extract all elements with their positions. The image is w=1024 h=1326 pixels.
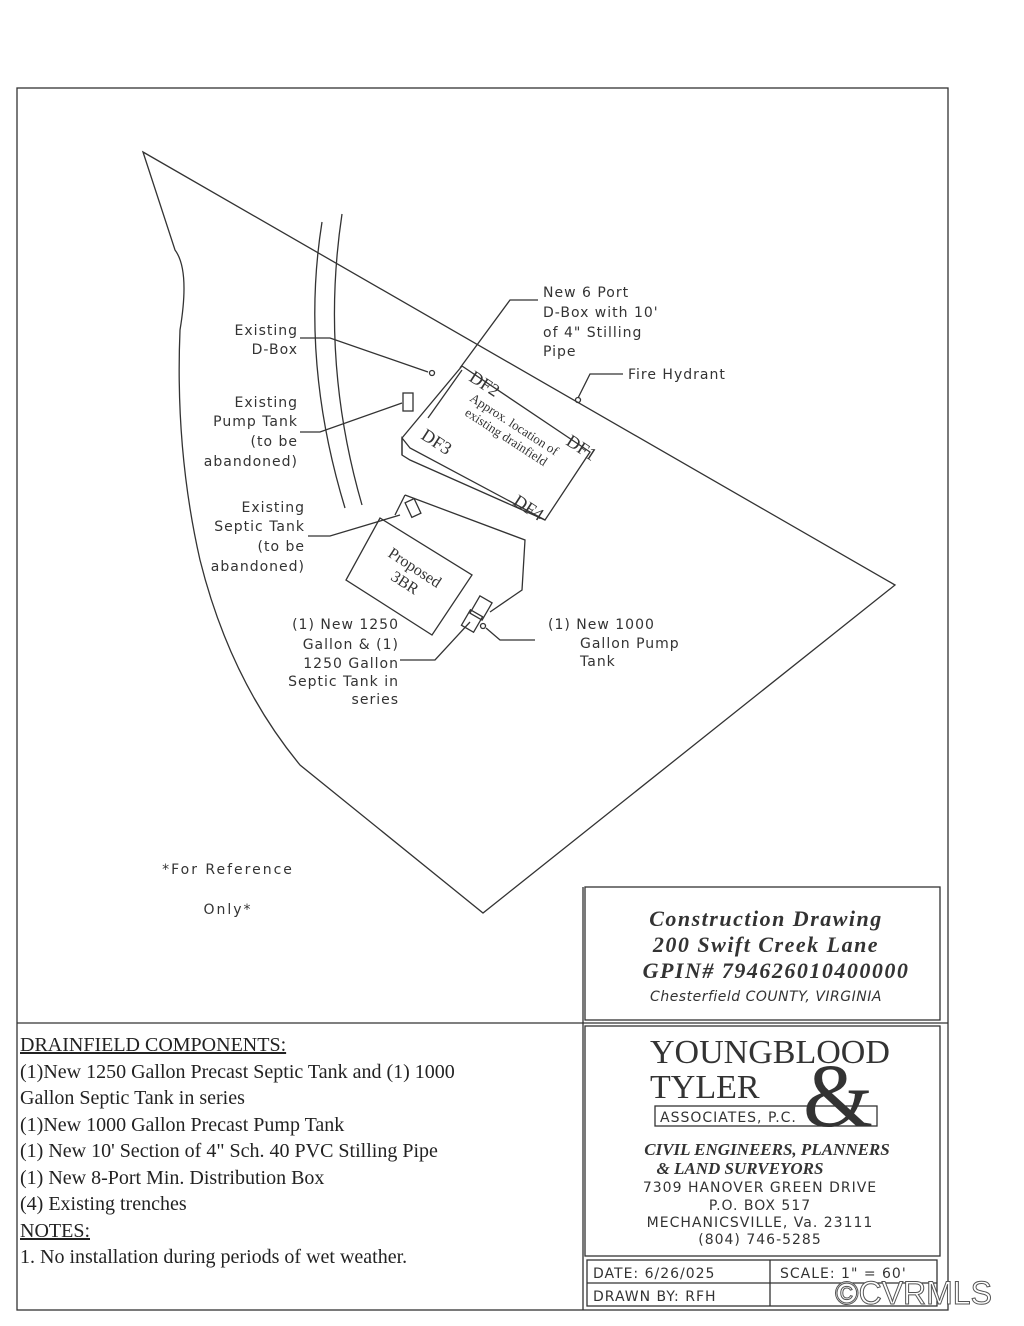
- road-edge: [333, 213, 363, 506]
- house-outline: [404, 494, 526, 613]
- proposed-house: [345, 517, 473, 636]
- new-septic-tank-marker: [460, 608, 484, 634]
- label-df1: DF1: [563, 431, 601, 465]
- component-item: Gallon Septic Tank in series: [20, 1087, 245, 1109]
- components-heading: DRAINFIELD COMPONENTS:: [20, 1034, 287, 1056]
- label-line: abandoned): [204, 454, 298, 470]
- label-line: of 4" Stilling: [543, 325, 642, 341]
- company-details: CIVIL ENGINEERS, PLANNERS & LAND SURVEYO…: [643, 1140, 890, 1248]
- label-line: *For Reference: [162, 862, 294, 878]
- label-line: Only*: [203, 902, 252, 918]
- label-line: abandoned): [211, 559, 305, 575]
- title-block: Construction Drawing 200 Swift Creek Lan…: [643, 906, 910, 983]
- tagline: & LAND SURVEYORS: [657, 1159, 824, 1178]
- leader-line: [577, 373, 623, 399]
- existing-pump-tank-marker: [402, 392, 414, 412]
- pump-tank-marker: [479, 622, 487, 630]
- label-df4: DF4: [510, 491, 548, 525]
- watermark: ©CVRMLS: [835, 1275, 992, 1311]
- label-line: Pump Tank: [213, 414, 298, 430]
- label-line: Pipe: [543, 344, 577, 360]
- label-new-dbox: New 6 Port D-Box with 10' of 4" Stilling…: [543, 285, 659, 360]
- label-drainfield: Approx. location of existing drainfield: [462, 390, 562, 469]
- house-outline: [394, 494, 406, 516]
- label-line: (1) New 1000: [548, 617, 655, 633]
- label-line: Existing: [235, 395, 298, 411]
- drainfield-area: [401, 365, 546, 521]
- assoc-box: [654, 1105, 878, 1127]
- address: MECHANICSVILLE, Va. 23111: [647, 1215, 874, 1231]
- label-proposed-house: Proposed 3BR: [385, 545, 444, 599]
- component-item: (1)New 1250 Gallon Precast Septic Tank a…: [20, 1060, 455, 1083]
- label-line: Gallon Pump: [580, 636, 680, 652]
- label-line: New 6 Port: [543, 285, 629, 301]
- label-line: Tank: [579, 654, 616, 670]
- date-field: DATE: 6/26/025: [593, 1266, 715, 1282]
- title-line: 200 Swift Creek Lane: [652, 932, 879, 957]
- lot-boundary: [141, 150, 897, 914]
- title-box: [584, 886, 941, 1021]
- leader-line: [485, 627, 535, 641]
- stilling-pipe: [427, 369, 463, 419]
- label-existing-septic-tank: Existing Septic Tank (to be abandoned): [211, 500, 305, 575]
- label-line: Gallon & (1): [303, 637, 399, 653]
- component-item: (1)New 1000 Gallon Precast Pump Tank: [20, 1113, 345, 1136]
- existing-septic-tank-marker: [404, 497, 422, 519]
- label-new-pump-tank: (1) New 1000 Gallon Pump Tank: [548, 617, 680, 670]
- company-assoc: ASSOCIATES, P.C.: [660, 1110, 797, 1126]
- company-name: TYLER: [650, 1069, 760, 1106]
- company-box: [584, 1025, 941, 1257]
- label-line: series: [352, 692, 399, 708]
- label-line: D-Box with 10': [543, 305, 659, 321]
- label-existing-pump-tank: Existing Pump Tank (to be abandoned): [204, 395, 298, 470]
- drawn-by-field: DRAWN BY: RFH: [593, 1289, 717, 1305]
- label-line: Existing: [235, 323, 298, 339]
- label-line: Existing: [242, 500, 305, 516]
- company-logo: YOUNGBLOOD TYLER ASSOCIATES, P.C. &: [650, 1034, 890, 1146]
- title-gpin: GPIN# 794626010400000: [643, 958, 910, 983]
- new-septic-tank-marker: [469, 594, 493, 622]
- label-new-septic-tanks: (1) New 1250 Gallon & (1) 1250 Gallon Se…: [288, 617, 399, 708]
- label-line: Septic Tank in: [288, 674, 399, 690]
- title-line: Construction Drawing: [649, 906, 883, 931]
- label-line: 1250 Gallon: [303, 656, 399, 672]
- component-item: (1) New 10' Section of 4" Sch. 40 PVC St…: [20, 1140, 438, 1162]
- label-line: (to be: [258, 539, 305, 555]
- notes-heading: NOTES:: [20, 1219, 90, 1242]
- component-item: (4) Existing trenches: [20, 1193, 187, 1215]
- leader-line: [400, 621, 471, 661]
- title-county: Chesterfield COUNTY, VIRGINIA: [650, 989, 882, 1005]
- leader-line: [300, 337, 429, 373]
- label-line: (1) New 1250: [292, 617, 399, 633]
- existing-dbox-marker: [428, 369, 436, 377]
- tagline: CIVIL ENGINEERS, PLANNERS: [644, 1140, 889, 1159]
- reference-note: *For Reference Only*: [162, 862, 294, 918]
- drainfield-components: DRAINFIELD COMPONENTS: (1)New 1250 Gallo…: [20, 1032, 455, 1271]
- leader-line: [308, 514, 401, 537]
- road-edge: [314, 221, 346, 509]
- label-existing-dbox: Existing D-Box: [235, 323, 298, 358]
- label-line: (to be: [251, 434, 298, 450]
- label-fire-hydrant: Fire Hydrant: [628, 367, 726, 383]
- label-df3: DF3: [418, 425, 456, 459]
- component-item: (1) New 8-Port Min. Distribution Box: [20, 1166, 325, 1189]
- phone: (804) 746-5285: [698, 1232, 822, 1248]
- leader-line: [300, 402, 403, 433]
- drawing-frame: [16, 87, 949, 1311]
- address: P.O. BOX 517: [709, 1198, 811, 1214]
- leader-line: [459, 299, 538, 369]
- label-line: Septic Tank: [214, 519, 305, 535]
- note-item: 1. No installation during periods of wet…: [20, 1246, 408, 1268]
- scale-field: SCALE: 1" = 60': [780, 1266, 907, 1282]
- address: 7309 HANOVER GREEN DRIVE: [643, 1180, 877, 1196]
- label-line: D-Box: [252, 342, 298, 358]
- ampersand-logo: &: [803, 1047, 873, 1146]
- company-name: YOUNGBLOOD: [650, 1034, 890, 1071]
